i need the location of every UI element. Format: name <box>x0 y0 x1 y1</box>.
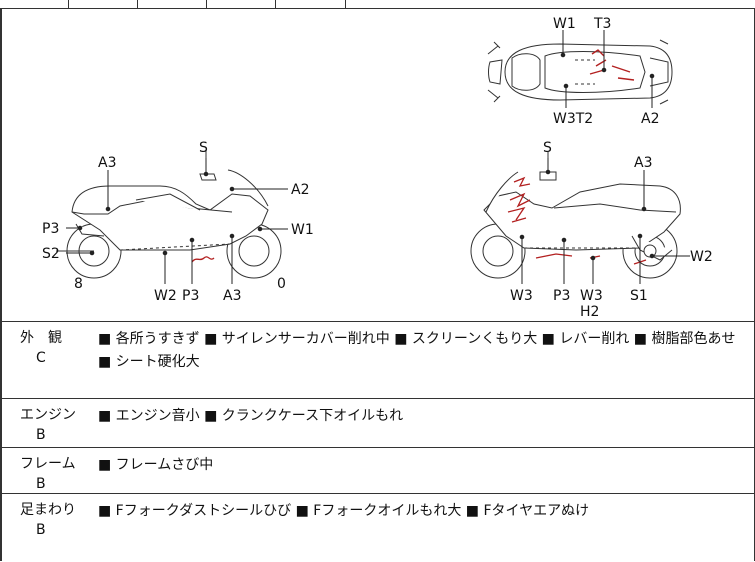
label-left-s2: S2 <box>42 246 60 262</box>
category-grade: B <box>0 520 88 540</box>
condition-category: フレーム B <box>0 454 88 494</box>
category-name: 外 観 <box>0 328 88 348</box>
label-left-8: 8 <box>74 276 83 292</box>
label-right-p3: P3 <box>553 288 570 304</box>
condition-category: エンジン B <box>0 405 88 445</box>
label-left-p3: P3 <box>42 221 59 237</box>
label-right-w2: W2 <box>690 249 713 265</box>
label-left-s: S <box>199 140 208 156</box>
category-grade: B <box>0 474 88 494</box>
label-top-t3: T3 <box>593 16 611 32</box>
label-left-a2: A2 <box>291 182 309 198</box>
condition-category: 足まわり B <box>0 500 88 540</box>
label-right-h2: H2 <box>580 304 599 320</box>
label-top-a2: A2 <box>641 111 659 127</box>
header-cell <box>0 0 69 8</box>
label-left-w2: W2 <box>154 288 177 304</box>
label-left-w1: W1 <box>291 222 314 238</box>
category-grade: B <box>0 425 88 445</box>
category-name: エンジン <box>0 405 88 425</box>
label-right-w3-left: W3 <box>510 288 533 304</box>
header-cell <box>206 0 276 8</box>
header-cell <box>68 0 138 8</box>
label-right-a3: A3 <box>634 155 652 171</box>
condition-row-frame: フレーム B ■ フレームさび中 <box>0 447 755 494</box>
label-left-a3-bottom: A3 <box>223 288 241 304</box>
header-cell <box>275 0 346 8</box>
label-left-0: 0 <box>277 276 286 292</box>
label-left-a3-top: A3 <box>98 155 116 171</box>
condition-row-exterior: 外 観 C ■ 各所うすきず ■ サイレンサーカバー削れ中 ■ スクリーンくもり… <box>0 321 755 399</box>
category-name: 足まわり <box>0 500 88 520</box>
label-right-s1: S1 <box>630 288 648 304</box>
label-top-w3t2: W3T2 <box>553 111 593 127</box>
condition-category: 外 観 C <box>0 328 88 368</box>
label-right-s: S <box>543 140 552 156</box>
category-grade: C <box>0 348 88 368</box>
condition-description: ■ フレームさび中 <box>98 454 748 477</box>
label-top-w1: W1 <box>553 16 576 32</box>
condition-description: ■ Fフォークダストシールひび ■ Fフォークオイルもれ大 ■ Fタイヤエアぬけ <box>98 500 748 523</box>
label-right-w3-right: W3 <box>580 288 603 304</box>
label-left-p3-bottom: P3 <box>182 288 199 304</box>
condition-row-engine: エンジン B ■ エンジン音小 ■ クランクケース下オイルもれ <box>0 398 755 448</box>
condition-row-suspension: 足まわり B ■ Fフォークダストシールひび ■ Fフォークオイルもれ大 ■ F… <box>0 493 755 562</box>
left-side-damage-marks <box>192 257 214 262</box>
top-view-scooter <box>488 40 672 104</box>
damage-diagram: W1 T3 W3T2 A2 <box>0 8 755 321</box>
condition-description: ■ エンジン音小 ■ クランクケース下オイルもれ <box>98 405 748 428</box>
condition-description: ■ 各所うすきず ■ サイレンサーカバー削れ中 ■ スクリーンくもり大 ■ レバ… <box>98 328 748 374</box>
header-cell <box>137 0 207 8</box>
category-name: フレーム <box>0 454 88 474</box>
left-side-scooter <box>56 150 281 278</box>
